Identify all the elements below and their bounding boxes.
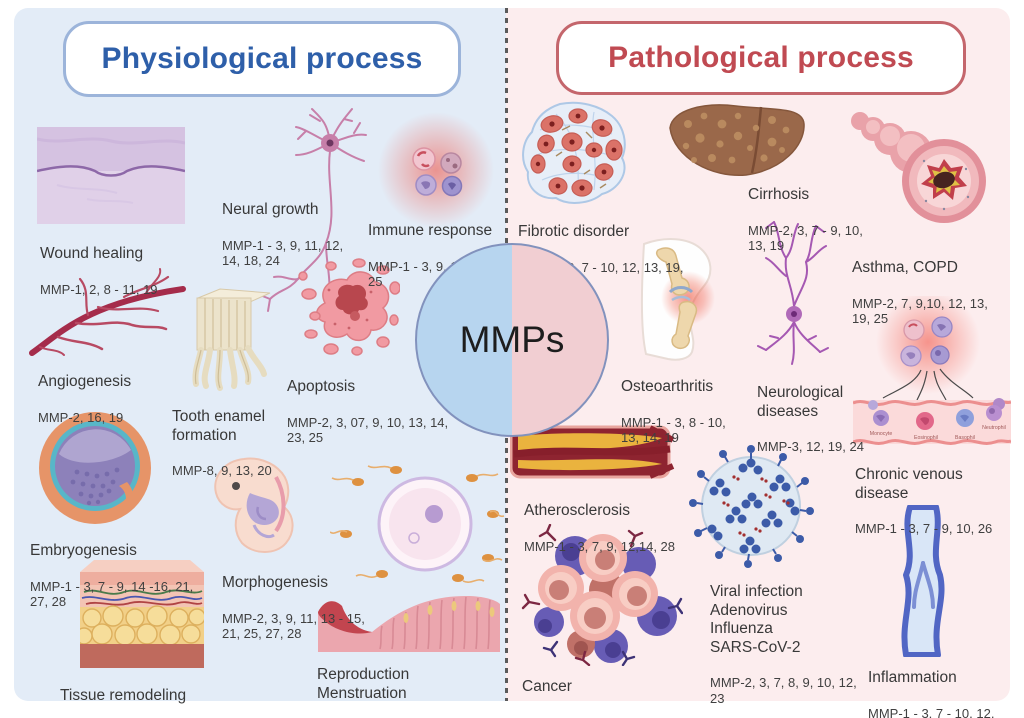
apoptosis-icon xyxy=(298,258,400,356)
osteoarthritis-knee-icon xyxy=(641,238,715,361)
tissue-remodeling-icon xyxy=(80,560,204,668)
label-morphogenesis: Morphogenesis MMP-2, 3, 9, 11, 13 - 15, … xyxy=(222,574,365,642)
neural-growth-icon xyxy=(259,108,367,314)
mmps-center-circle: MMPs xyxy=(415,243,609,437)
chronic-venous-icon: Monocyte Eosinophil Basophil Neutrophil xyxy=(853,296,1011,445)
label-chronic-venous-disease: Chronic venous disease MMP-1 - 3, 7 - 9,… xyxy=(855,466,993,537)
virus-icon xyxy=(689,445,814,568)
neutrophil-label: Neutrophil xyxy=(982,425,1006,431)
inflammation-vein-icon xyxy=(901,505,945,657)
label-asthma-copd: Asthma, COPD MMP-2, 7, 9,10, 12, 13, 19,… xyxy=(852,259,988,327)
angiogenesis-icon xyxy=(29,268,186,356)
physiological-title: Physiological process xyxy=(63,21,461,97)
label-osteoarthritis: Osteoarthritis MMP-1 - 3, 8 - 10, 13, 14… xyxy=(621,378,726,446)
immune-response-icon xyxy=(378,112,494,228)
label-apoptosis: Apoptosis MMP-2, 3, 07, 9, 10, 13, 14, 2… xyxy=(287,378,449,446)
tooth-enamel-icon xyxy=(192,288,271,391)
atherosclerosis-icon xyxy=(510,425,675,479)
label-embryogenesis: Embryogenesis MMP-1 - 3, 7 - 9, 14 -16, … xyxy=(30,542,194,610)
basophil-label: Basophil xyxy=(955,435,975,441)
label-reproduction: Reproduction Menstruation MMP-3, 7, 10, … xyxy=(317,666,410,702)
label-neurological-diseases: Neurological diseases MMP-3, 12, 19, 24 xyxy=(757,384,864,455)
menstruation-icon xyxy=(318,596,500,652)
label-cancer: Cancer MMP-1 - 3, 7-17, 19, 21-28 xyxy=(522,678,678,718)
label-tissue-remodeling: Tissue remodeling MMP-2, 3, 10 - 14, 22,… xyxy=(60,687,187,704)
wound-healing-icon xyxy=(37,127,185,224)
embryogenesis-icon xyxy=(39,412,151,524)
cancer-cells-icon xyxy=(521,524,683,666)
label-inflammation: Inflammation MMP-1 - 3, 7 - 10, 12, 13, … xyxy=(868,669,995,718)
neurological-neuron-icon xyxy=(757,221,829,365)
morphogenesis-icon xyxy=(214,457,294,553)
monocyte-label: Monocyte xyxy=(870,431,893,437)
cirrhosis-icon xyxy=(669,104,805,177)
label-wound-healing: Wound healing MMP-1, 2, 8 - 11, 19 xyxy=(40,245,158,297)
asthma-bronchus-icon xyxy=(851,112,986,223)
pathological-title: Pathological process xyxy=(556,21,966,95)
fertilization-icon xyxy=(330,465,505,583)
label-atherosclerosis: Atherosclerosis MMP-1 - 3, 7, 9, 12,14, … xyxy=(524,502,676,554)
label-angiogenesis: Angiogenesis MMP-2, 16, 19 xyxy=(38,373,132,425)
fibrotic-disorder-icon xyxy=(522,101,626,204)
label-neural-growth: Neural growth MMP-1 - 3, 9, 11, 12, 14, … xyxy=(222,201,344,269)
eosinophil-label: Eosinophil xyxy=(914,435,938,441)
label-viral-infection: Viral infection Adenovirus Influenza SAR… xyxy=(710,583,857,707)
label-tooth-enamel: Tooth enamel formation MMP-8, 9, 13, 20 xyxy=(172,408,272,479)
label-cirrhosis: Cirrhosis MMP-2, 3, 7 - 9, 10, 13, 19 xyxy=(748,186,863,254)
